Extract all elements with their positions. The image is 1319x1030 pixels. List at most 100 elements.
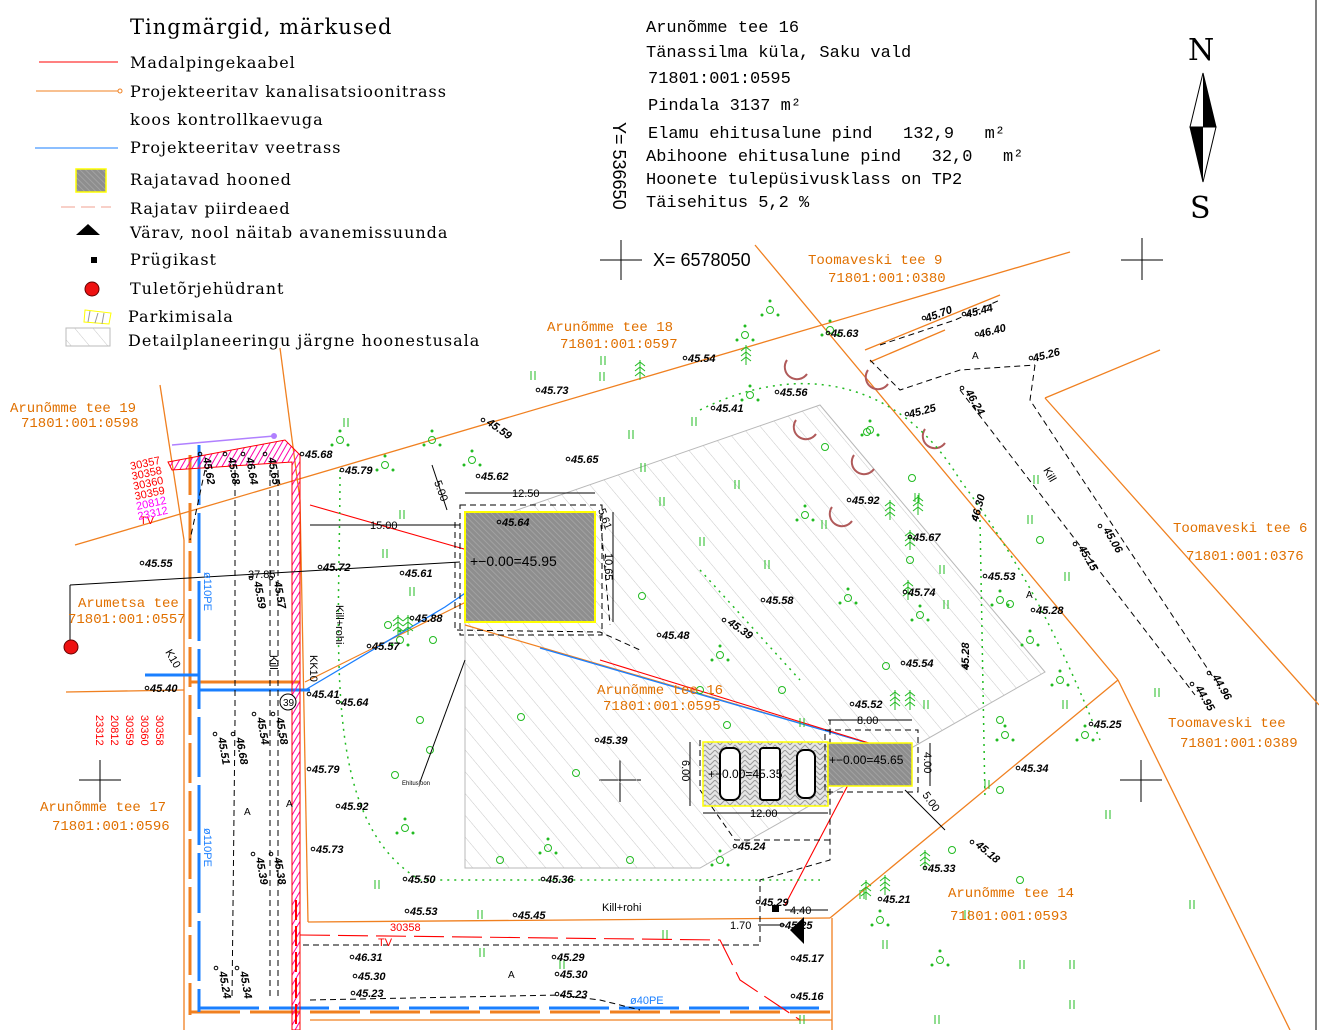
elevation-point-marker — [352, 973, 358, 979]
grass-icon — [479, 948, 485, 957]
parcel-boundaries — [65, 244, 1319, 1030]
elevation-point-marker — [682, 355, 688, 361]
elevation-point-marker — [230, 731, 236, 737]
grass-icon — [599, 372, 605, 381]
tree-icon — [723, 721, 731, 729]
surface-label: Kill+rohi — [602, 902, 641, 914]
grass-icon — [1069, 960, 1075, 969]
cable-number: 30360 — [138, 715, 150, 746]
legend-symbol-building-zone — [65, 327, 111, 347]
elevation-point-marker — [350, 990, 356, 996]
elevation-label: 45.61 — [404, 568, 433, 580]
elevation-point-marker — [959, 385, 965, 391]
elevation-label: 45.21 — [882, 894, 911, 906]
elevation-point-marker — [732, 843, 738, 849]
elevation-point-marker — [512, 912, 518, 918]
elevation-point-marker — [250, 851, 256, 857]
tree-icon — [1036, 536, 1044, 544]
grass-icon — [923, 700, 929, 709]
info-coverage: Täisehitus 5,2 % — [646, 194, 810, 213]
elevation-label: 45.59 — [251, 579, 268, 610]
elevation-point-marker — [402, 876, 408, 882]
elevation-point-marker — [1015, 765, 1021, 771]
info-house-footprint: Elamu ehitusalune pind 132,9 m² — [648, 125, 1005, 144]
grass-icon — [559, 960, 565, 969]
shrub-icon — [910, 604, 930, 622]
grass-icon — [859, 890, 865, 899]
legend-label: Tuletõrjehüdrant — [130, 279, 284, 298]
road-label: A — [972, 351, 979, 362]
info-cadastre: 71801:001:0595 — [648, 70, 791, 89]
shrub-icon — [395, 817, 415, 835]
elevation-label: 45.18 — [972, 838, 1002, 866]
elevation-point-marker — [139, 560, 145, 566]
shrub-icon — [538, 837, 558, 855]
tree-icon — [908, 474, 916, 482]
elevation-point-marker — [475, 473, 481, 479]
cable-label: TV — [140, 515, 155, 527]
compass-north-fill — [1203, 73, 1216, 127]
elevation-label: 46.31 — [354, 952, 383, 964]
parcel-name: Arunõmme tee 17 — [40, 800, 166, 816]
legend-label: Madalpingekaabel — [130, 53, 296, 72]
elevation-point-marker — [1088, 721, 1094, 727]
fire-hydrant-icon — [84, 281, 100, 297]
well-number: 39 — [283, 698, 295, 709]
shrub-icon — [375, 454, 395, 472]
elevation-label: 45.79 — [311, 764, 340, 776]
annex-building — [827, 742, 913, 787]
grass-icon — [640, 463, 646, 472]
parcel-id: 71801:001:0595 — [603, 699, 721, 715]
elevation-point-marker — [921, 315, 927, 321]
shrub-icon — [1075, 724, 1095, 742]
elevation-label: 45.54 — [254, 715, 271, 745]
parking-lines-icon — [87, 310, 105, 325]
trash-bin-icon — [772, 905, 779, 912]
elevation-label: 45.28 — [960, 642, 972, 671]
elevation-label: 45.33 — [927, 863, 956, 875]
annex-level: +−0.00=45.65 — [829, 753, 904, 767]
tree-icon — [821, 443, 829, 451]
elevation-label: 45.88 — [414, 613, 443, 625]
bush-icon — [783, 359, 808, 381]
tree-icon — [429, 636, 437, 644]
elevation-label: 45.24 — [737, 841, 766, 853]
well-label: KK10 — [307, 655, 319, 682]
elevation-label: 45.17 — [795, 953, 824, 965]
elevation-point-marker — [310, 846, 316, 852]
grass-icon — [409, 587, 415, 596]
tree-icon — [1006, 600, 1014, 608]
grass-icon — [659, 497, 665, 506]
conifer-icon — [634, 360, 646, 380]
conifer-icon — [902, 580, 914, 600]
elevation-point-marker — [1189, 681, 1195, 687]
road-label: A — [286, 799, 293, 810]
elevation-label: 45.45 — [517, 910, 546, 922]
legend-label: Projekteeritav veetrass — [130, 138, 341, 157]
elevation-point-marker — [222, 451, 228, 457]
elevation-point-marker — [197, 451, 203, 457]
shrub-icon — [795, 504, 815, 522]
legend-label: Rajatav piirdeaed — [130, 199, 291, 218]
elevation-point-marker — [212, 731, 218, 737]
elevation-point-marker — [825, 330, 831, 336]
shrub-icon — [390, 629, 410, 647]
elevation-label: 45.56 — [779, 387, 808, 399]
trash-bin-icon — [91, 257, 97, 263]
conifer-icon — [912, 495, 924, 515]
elevation-label: 45.36 — [545, 874, 574, 886]
parcel-name: Toomaveski tee 9 — [808, 253, 942, 269]
elevation-label: 45.44 — [964, 302, 995, 321]
annotations: Kill+rohi Kill+rohi Kill Kill KK10 K10 ø… — [140, 351, 1058, 1007]
shrub-icon — [990, 589, 1010, 607]
grass-icon — [1189, 900, 1195, 909]
grass-icon — [343, 418, 349, 427]
grass-icon — [1027, 515, 1033, 524]
elevation-label: 45.64 — [501, 517, 530, 529]
grass-icon — [691, 417, 697, 426]
elevation-label: 45.23 — [355, 988, 384, 1000]
legend-label: koos kontrollkaevuga — [130, 110, 324, 129]
parcel-id: 71801:001:0596 — [52, 819, 170, 835]
existing-paths — [189, 299, 1216, 1011]
